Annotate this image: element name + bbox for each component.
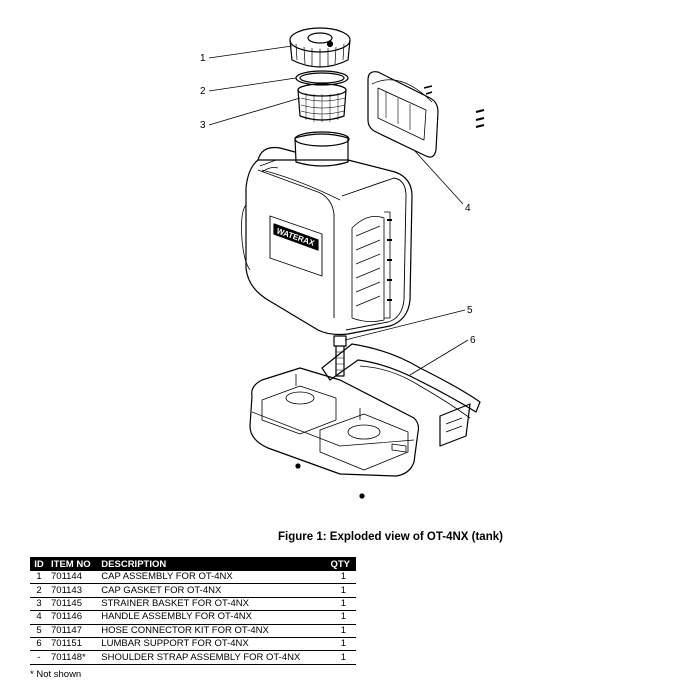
cell-item-no: 701151 — [48, 637, 99, 652]
cell-qty: 1 — [324, 624, 356, 638]
cell-qty: 1 — [324, 637, 356, 652]
exploded-view-drawing: 1 2 3 4 5 6 — [200, 27, 485, 499]
cap-gasket-part — [295, 70, 349, 86]
callout-4: 4 — [465, 203, 471, 214]
strainer-basket-part — [297, 83, 347, 122]
cell-qty: 1 — [324, 650, 356, 665]
callout-2: 2 — [200, 86, 206, 97]
table-row: 1 701144 CAP ASSEMBLY FOR OT-4NX 1 — [30, 571, 356, 585]
header-qty: QTY — [324, 557, 356, 571]
cell-id: 2 — [30, 583, 48, 598]
cap-assembly-part — [289, 27, 351, 68]
cell-description: CAP GASKET FOR OT-4NX — [98, 583, 325, 598]
cell-item-no: 701147 — [48, 624, 99, 638]
cell-qty: 1 — [324, 583, 356, 598]
table-row: 4 701146 HANDLE ASSEMBLY FOR OT-4NX 1 — [30, 610, 356, 625]
cell-item-no: 701143 — [48, 583, 99, 598]
callout-labels: 1 2 3 4 5 6 — [200, 45, 476, 376]
lumbar-support-part — [321, 343, 481, 447]
table-row: - 701148* SHOULDER STRAP ASSEMBLY FOR OT… — [30, 650, 356, 665]
cell-item-no: 701146 — [48, 610, 99, 625]
cell-description: HOSE CONNECTOR KIT FOR OT-4NX — [98, 624, 325, 638]
table-row: 6 701151 LUMBAR SUPPORT FOR OT-4NX 1 — [30, 637, 356, 652]
cell-id: - — [30, 650, 48, 665]
hose-connector-part — [333, 335, 347, 377]
cell-description: STRAINER BASKET FOR OT-4NX — [98, 597, 325, 612]
cell-item-no: 701145 — [48, 597, 99, 612]
cell-qty: 1 — [324, 597, 356, 612]
callout-6: 6 — [470, 335, 476, 346]
handle-assembly-part — [367, 71, 485, 158]
header-description: DESCRIPTION — [98, 557, 325, 571]
base-tray-part — [249, 367, 420, 499]
header-id: ID — [30, 557, 48, 571]
callout-5: 5 — [467, 305, 473, 316]
header-item-no: ITEM NO — [48, 557, 99, 571]
table-row: 5 701147 HOSE CONNECTOR KIT FOR OT-4NX 1 — [30, 624, 356, 638]
callout-1: 1 — [200, 53, 206, 64]
table-row: 2 701143 CAP GASKET FOR OT-4NX 1 — [30, 583, 356, 598]
figure-caption: Figure 1: Exploded view of OT-4NX (tank) — [278, 531, 503, 543]
parts-table: ID ITEM NO DESCRIPTION QTY 1 701144 CAP … — [30, 557, 356, 665]
cell-id: 1 — [30, 571, 48, 585]
cell-id: 4 — [30, 610, 48, 625]
parts-table-header: ID ITEM NO DESCRIPTION QTY — [30, 557, 356, 571]
table-row: 3 701145 STRAINER BASKET FOR OT-4NX 1 — [30, 597, 356, 612]
cell-id: 6 — [30, 637, 48, 652]
cell-item-no: 701148* — [48, 650, 99, 665]
cell-description: CAP ASSEMBLY FOR OT-4NX — [98, 571, 325, 585]
tank-body-part: WATERAX — [241, 131, 413, 336]
cell-qty: 1 — [324, 571, 356, 585]
cell-item-no: 701144 — [48, 571, 99, 585]
callout-3: 3 — [200, 120, 206, 131]
cell-id: 3 — [30, 597, 48, 612]
cell-qty: 1 — [324, 610, 356, 625]
cell-description: HANDLE ASSEMBLY FOR OT-4NX — [98, 610, 325, 625]
cell-description: LUMBAR SUPPORT FOR OT-4NX — [98, 637, 325, 652]
cell-id: 5 — [30, 624, 48, 638]
cell-description: SHOULDER STRAP ASSEMBLY FOR OT-4NX — [98, 650, 325, 665]
footnote: * Not shown — [30, 669, 82, 680]
